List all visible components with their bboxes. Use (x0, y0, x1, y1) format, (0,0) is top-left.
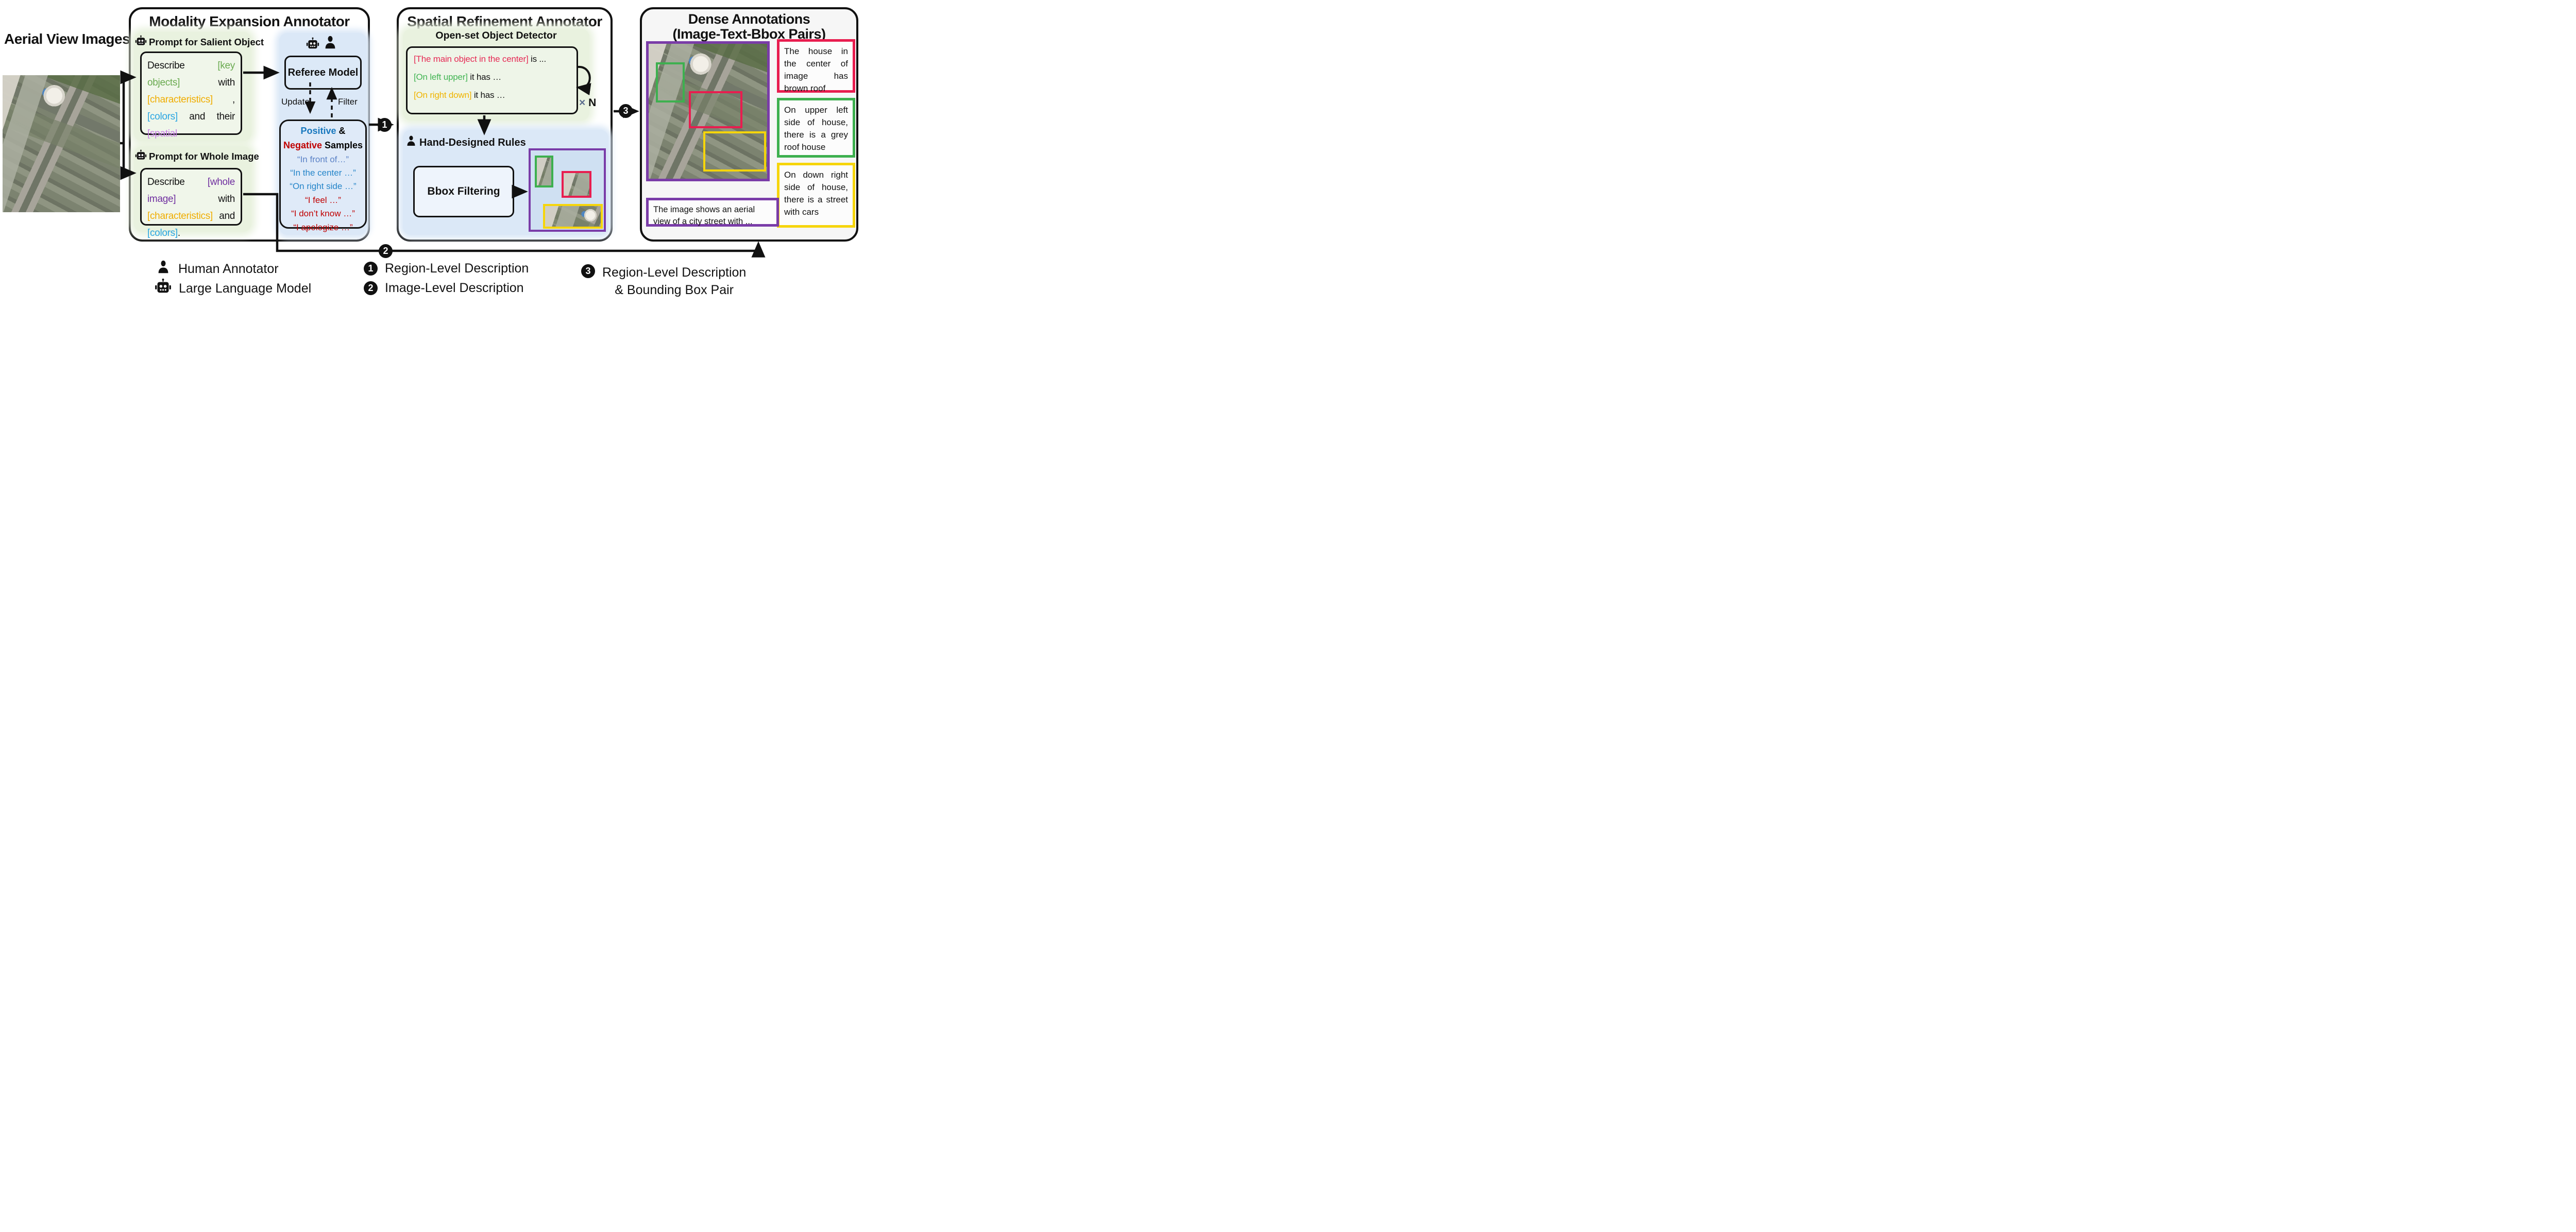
salient-prompt-box: Describe [key objects] with [characteris… (140, 52, 242, 156)
robot-icon (306, 37, 319, 53)
legend-llm-row: Large Language Model (155, 278, 311, 299)
referee-model-box: Referee Model (284, 56, 362, 90)
detector-right-rest: it has … (471, 90, 505, 100)
whole-text-with: with (176, 194, 235, 205)
detector-header: Open-set Object Detector (435, 30, 557, 41)
red-bbox (689, 91, 742, 128)
detector-left-rest: it has … (467, 72, 502, 82)
robot-icon (135, 35, 147, 49)
bbox-filtering-label: Bbox Filtering (427, 185, 500, 197)
modality-panel-title: Modality Expansion Annotator (149, 13, 350, 29)
legend-badge2-row: 2 Image-Level Description (364, 281, 524, 296)
salient-text-and-their: and their (177, 111, 235, 123)
referee-model-label: Referee Model (287, 66, 359, 78)
positive-word: Positive (300, 126, 336, 136)
whole-prompt-box: Describe [whole image] with [characteris… (140, 168, 242, 238)
times-symbol: × (579, 97, 586, 109)
legend-badge3-line2: & Bounding Box Pair (615, 282, 734, 297)
salient-text-characteristics: [characteristics] (147, 94, 213, 106)
flow-badge-3: 3 (619, 104, 633, 118)
detector-line-2: [On left upper] it has … (414, 69, 570, 87)
whole-text-period: . (177, 228, 180, 239)
green-region-caption: On upper left side of house, there is a … (777, 98, 855, 158)
annotated-aerial-image (646, 41, 770, 181)
legend-badge-2: 2 (364, 281, 378, 295)
samples-word: Samples (322, 140, 363, 150)
legend-badge3-line1: Region-Level Description (602, 265, 747, 280)
aerial-input-image (3, 75, 120, 212)
loop-times-label: × N (579, 97, 596, 109)
sample-item: “In front of…” (297, 154, 349, 164)
aerial-view-images-label: Aerial View Images (4, 31, 130, 47)
filtered-bbox-image (529, 148, 606, 232)
yellow-region-caption: On down right side of house, there is a … (777, 163, 855, 228)
rules-header: Hand-Designed Rules (419, 136, 526, 148)
legend-llm-label: Large Language Model (179, 281, 312, 296)
whole-text-and: and (212, 211, 235, 222)
salient-prompt-header-row: Prompt for Salient Object (135, 35, 264, 49)
legend-badge-1: 1 (364, 262, 378, 276)
legend-badge2-label: Image-Level Description (385, 281, 524, 295)
yellow-bbox-crop (543, 204, 603, 229)
filter-label: Filter (338, 97, 358, 107)
robot-icon (155, 278, 172, 299)
whole-prompt-header-row: Prompt for Whole Image (135, 149, 259, 164)
red-bbox-crop (562, 171, 591, 198)
salient-text-key-objects: [key objects] (147, 60, 235, 89)
detector-line-1: [The main object in the center] is ... (414, 50, 570, 69)
detector-right-bracket: [On right down] (414, 90, 472, 100)
salient-text-describe: Describe (147, 60, 218, 71)
sample-item: “I feel …” (305, 195, 341, 205)
whole-text-describe: Describe (147, 177, 208, 187)
samples-title-line1: Positive & (281, 124, 365, 139)
sample-item: “In the center …” (290, 168, 356, 178)
image-level-caption: The image shows an aerial view of a city… (646, 198, 779, 227)
rules-header-row: Hand-Designed Rules (405, 135, 526, 150)
negative-word: Negative (283, 140, 322, 150)
detector-main-bracket: [The main object in the center] (414, 54, 529, 64)
spatial-panel-title: Spatial Refinement Annotator (407, 13, 602, 29)
samples-title-line2: Negative Samples (281, 139, 365, 153)
salient-prompt-header: Prompt for Salient Object (149, 37, 264, 47)
detector-main-rest: is ... (528, 54, 546, 64)
n-symbol: N (585, 97, 597, 109)
legend-badge1-label: Region-Level Description (385, 261, 529, 276)
human-icon (405, 135, 417, 150)
sample-item: “I don’t know …” (291, 209, 355, 219)
whole-text-colors: [colors] (147, 228, 178, 239)
whole-text-characteristics: [characteristics] (147, 211, 213, 222)
detector-box: [The main object in the center] is ... [… (406, 46, 578, 114)
green-bbox-crop (535, 156, 553, 187)
flow-badge-1: 1 (378, 118, 392, 132)
sample-item: “On right side …” (290, 181, 357, 192)
dense-panel-title-line1: Dense Annotations (688, 11, 810, 27)
human-icon (156, 260, 171, 279)
legend-badge3-row: 3 Region-Level Description & Bounding Bo… (581, 264, 746, 299)
bbox-filtering-box: Bbox Filtering (413, 166, 514, 217)
referee-icons-row (306, 35, 338, 53)
legend-badge-3: 3 (581, 264, 595, 278)
legend-human-row: Human Annotator (156, 260, 279, 279)
samples-box: Positive & Negative Samples “In front of… (279, 119, 367, 232)
whole-prompt-header: Prompt for Whole Image (149, 151, 259, 162)
sample-item: “I apologize …” (293, 222, 353, 232)
yellow-bbox (703, 131, 766, 172)
update-label: Update (281, 97, 310, 107)
salient-text-comma: , (212, 94, 235, 106)
green-bbox (656, 62, 685, 102)
human-icon (323, 35, 338, 53)
legend-badge3-label: Region-Level Description & Bounding Box … (602, 264, 746, 299)
detector-left-bracket: [On left upper] (414, 72, 468, 82)
whole-text-whole-image: [whole image] (147, 177, 235, 205)
robot-icon (135, 149, 147, 164)
salient-text-colors: [colors] (147, 111, 178, 123)
figure-canvas: Aerial View Images Modality Expansion An… (0, 0, 860, 308)
legend-badge1-row: 1 Region-Level Description (364, 261, 529, 276)
legend-human-label: Human Annotator (178, 262, 279, 276)
flow-badge-2: 2 (379, 244, 393, 258)
salient-text-with: with (180, 77, 235, 89)
red-region-caption: The house in the center of image has bro… (777, 39, 855, 93)
amp-word: & (336, 126, 346, 136)
detector-line-3: [On right down] it has … (414, 87, 570, 105)
